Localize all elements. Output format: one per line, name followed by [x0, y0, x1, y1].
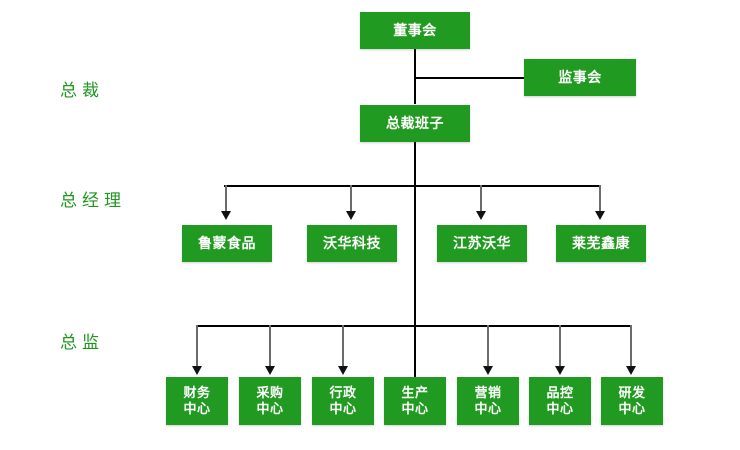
node-marketing-center-line2: 中心 — [474, 401, 502, 416]
node-marketing-center-label: 营销 中心 — [474, 385, 501, 417]
connector-drop-purchasing-center — [269, 325, 271, 368]
connector-board-to-president — [414, 48, 416, 104]
node-laiwu-xinkang[interactable]: 莱芜鑫康 — [556, 225, 646, 262]
arrow-icon-lumeng-food — [221, 211, 231, 220]
arrow-icon-laiwu-xinkang — [595, 211, 605, 220]
connector-president-trunk — [414, 142, 416, 393]
node-production-center-line1: 生产 — [401, 385, 429, 400]
node-jiangsu-wohua-label: 江苏沃华 — [453, 235, 511, 251]
node-quality-center[interactable]: 品控 中心 — [529, 377, 591, 425]
node-production-center[interactable]: 生产 中心 — [384, 377, 446, 425]
tier-label-director: 总监 — [60, 333, 104, 352]
node-rnd-center[interactable]: 研发 中心 — [601, 377, 663, 425]
node-lumeng-food[interactable]: 鲁蒙食品 — [182, 225, 272, 262]
node-president[interactable]: 总裁班子 — [360, 105, 470, 142]
node-finance-center[interactable]: 财务 中心 — [166, 377, 228, 425]
connector-drop-quality-center — [559, 325, 561, 368]
node-marketing-center[interactable]: 营销 中心 — [457, 377, 519, 425]
node-marketing-center-line1: 营销 — [474, 385, 502, 400]
node-admin-center-line1: 行政 — [329, 385, 357, 400]
arrow-icon-admin-center — [338, 366, 348, 375]
node-wohua-tech-label: 沃华科技 — [323, 235, 381, 251]
arrow-icon-quality-center — [555, 366, 565, 375]
node-purchasing-center-line2: 中心 — [256, 401, 284, 416]
arrow-icon-rnd-center — [626, 366, 636, 375]
node-rnd-center-label: 研发 中心 — [618, 385, 645, 417]
connector-board-to-supervisor — [414, 77, 526, 79]
node-wohua-tech[interactable]: 沃华科技 — [307, 225, 397, 262]
node-finance-center-label: 财务 中心 — [183, 385, 210, 417]
node-board-label: 董事会 — [393, 22, 437, 38]
node-purchasing-center[interactable]: 采购 中心 — [239, 377, 301, 425]
node-purchasing-center-label: 采购 中心 — [256, 385, 283, 417]
node-lumeng-food-label: 鲁蒙食品 — [198, 235, 256, 251]
arrow-icon-finance-center — [192, 366, 202, 375]
node-laiwu-xinkang-label: 莱芜鑫康 — [572, 235, 630, 251]
connector-subsidiary-bus — [224, 185, 600, 187]
node-jiangsu-wohua[interactable]: 江苏沃华 — [437, 225, 527, 262]
node-board[interactable]: 董事会 — [360, 12, 470, 49]
node-supervisor-label: 监事会 — [558, 69, 602, 85]
arrow-icon-jiangsu-wohua — [476, 211, 486, 220]
node-production-center-label: 生产 中心 — [401, 385, 428, 417]
node-purchasing-center-line1: 采购 — [256, 385, 284, 400]
connector-center-bus — [197, 325, 631, 327]
node-admin-center-label: 行政 中心 — [329, 385, 356, 417]
connector-drop-rnd-center — [630, 325, 632, 368]
arrow-icon-wohua-tech — [346, 211, 356, 220]
connector-drop-marketing-center — [487, 325, 489, 368]
node-supervisor[interactable]: 监事会 — [524, 59, 636, 96]
node-quality-center-line2: 中心 — [546, 401, 574, 416]
connector-drop-lumeng-food — [225, 185, 227, 213]
node-quality-center-line1: 品控 — [546, 385, 574, 400]
node-finance-center-line1: 财务 — [183, 385, 211, 400]
arrow-icon-purchasing-center — [265, 366, 275, 375]
tier-label-general-manager: 总经理 — [60, 191, 126, 210]
connector-drop-wohua-tech — [350, 185, 352, 213]
node-admin-center[interactable]: 行政 中心 — [312, 377, 374, 425]
node-quality-center-label: 品控 中心 — [546, 385, 573, 417]
connector-drop-finance-center — [196, 325, 198, 368]
connector-drop-laiwu-xinkang — [599, 185, 601, 213]
tier-label-president: 总裁 — [60, 81, 104, 100]
node-rnd-center-line2: 中心 — [618, 401, 646, 416]
node-rnd-center-line1: 研发 — [618, 385, 646, 400]
arrow-icon-marketing-center — [483, 366, 493, 375]
node-production-center-line2: 中心 — [401, 401, 429, 416]
node-president-label: 总裁班子 — [386, 115, 444, 131]
node-admin-center-line2: 中心 — [329, 401, 357, 416]
connector-drop-admin-center — [342, 325, 344, 368]
connector-drop-jiangsu-wohua — [480, 185, 482, 213]
node-finance-center-line2: 中心 — [183, 401, 211, 416]
